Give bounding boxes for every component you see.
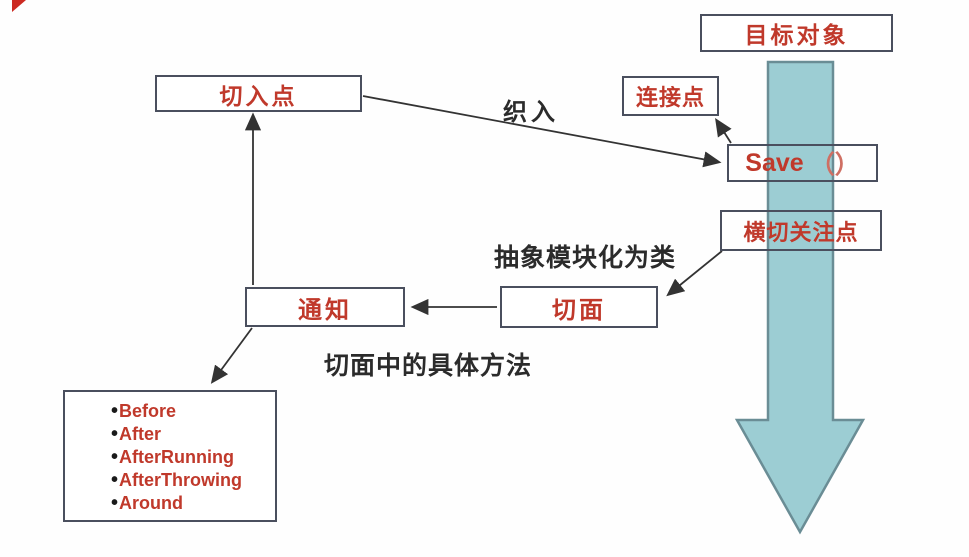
advice-type-afterthrowing: AfterThrowing — [111, 469, 275, 492]
advice-type-before: Before — [111, 400, 275, 423]
advice-type-around: Around — [111, 492, 275, 515]
advice-box: 通知 — [245, 287, 405, 327]
save-parentheses: （） — [809, 151, 860, 179]
arrow-pointcut-to-save — [362, 95, 722, 168]
pointcut-label: 切入点 — [219, 82, 298, 109]
aspect-box: 切面 — [500, 286, 658, 328]
advice-type-afterrunning: AfterRunning — [111, 446, 275, 469]
save-label: Save — [745, 148, 804, 177]
target-object-box: 目标对象 — [700, 14, 893, 52]
save-method-box: Save （） — [727, 144, 878, 182]
crosscutting-concern-box: 横切关注点 — [720, 210, 882, 251]
arrow-crosscut-to-aspect — [666, 250, 723, 297]
target-object-label: 目标对象 — [744, 22, 849, 48]
aspect-label: 切面 — [552, 296, 606, 324]
pointcut-box: 切入点 — [155, 75, 362, 112]
red-corner-mark — [12, 0, 26, 12]
joinpoint-label: 连接点 — [635, 85, 705, 110]
joinpoint-box: 连接点 — [622, 76, 719, 116]
arrow-advice-to-list — [210, 327, 253, 384]
abstract-modularize-label: 抽象模块化为类 — [494, 244, 677, 272]
advice-types-box: Before After AfterRunning AfterThrowing … — [63, 390, 277, 522]
aspect-methods-label: 切面中的具体方法 — [324, 352, 533, 380]
crosscutting-concern-label: 横切关注点 — [743, 219, 859, 245]
weaving-label: 织入 — [503, 99, 559, 126]
advice-type-after: After — [111, 423, 275, 446]
advice-label: 通知 — [298, 296, 352, 324]
arrow-save-to-joinpoint — [715, 117, 732, 144]
